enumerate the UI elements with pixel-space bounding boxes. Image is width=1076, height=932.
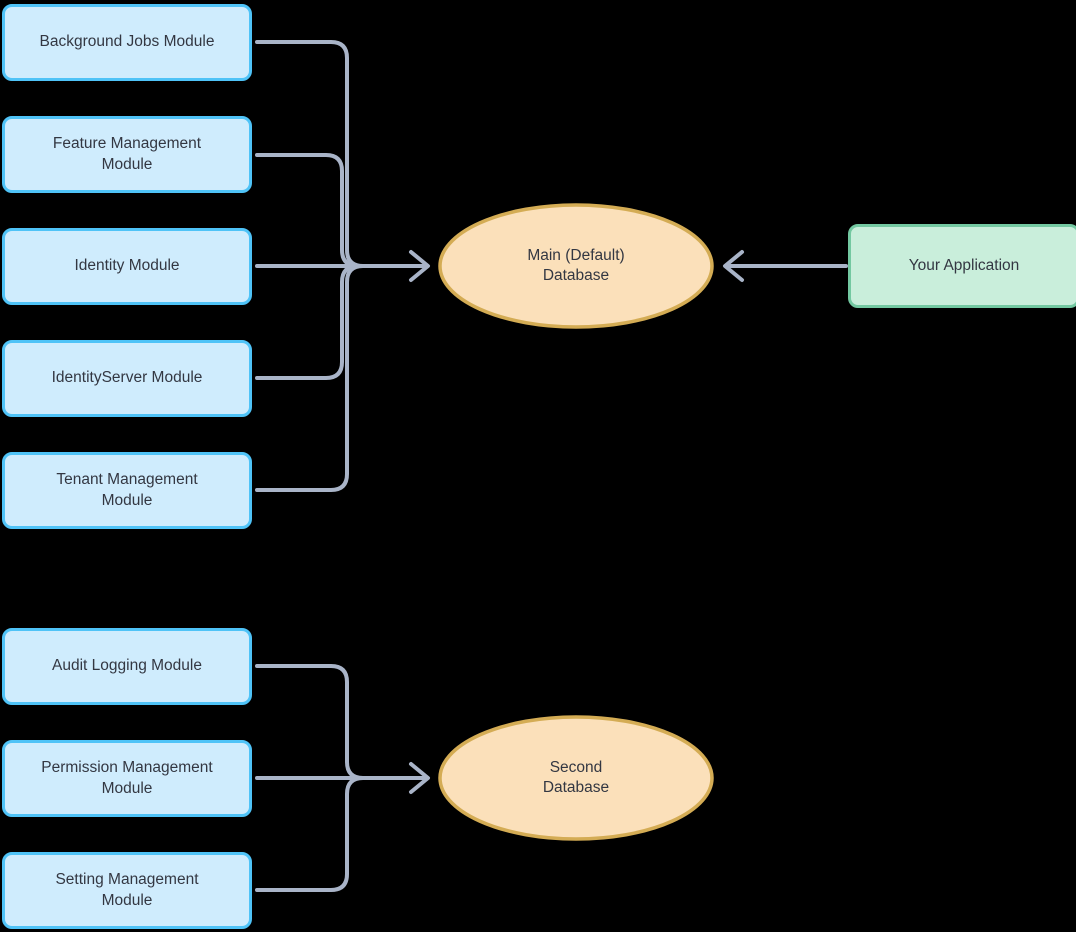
node-background-jobs-module[interactable]: Background Jobs Module xyxy=(2,4,252,81)
node-tenant-management-module[interactable]: Tenant Management Module xyxy=(2,452,252,529)
edge-audit-logging-to-second-database xyxy=(255,664,365,780)
node-label: Background Jobs Module xyxy=(39,33,215,51)
node-label: Permission Management Module xyxy=(41,759,213,797)
arrowhead-main-database xyxy=(409,250,430,282)
node-your-application[interactable]: Your Application xyxy=(848,224,1076,308)
node-label: Main (Default) Database xyxy=(527,246,625,284)
node-second-database[interactable]: Second Database xyxy=(440,717,712,839)
node-identity-module[interactable]: Identity Module xyxy=(2,228,252,305)
edge-background-jobs-to-main-database xyxy=(255,40,365,268)
arrowhead-second-database xyxy=(409,762,430,794)
node-label: Feature Management Module xyxy=(52,135,202,173)
node-setting-management-module[interactable]: Setting Management Module xyxy=(2,852,252,929)
node-permission-management-module[interactable]: Permission Management Module xyxy=(2,740,252,817)
node-label: Audit Logging Module xyxy=(52,657,202,675)
node-label: Tenant Management Module xyxy=(56,471,198,509)
node-identityserver-module[interactable]: IdentityServer Module xyxy=(2,340,252,417)
node-label: Your Application xyxy=(908,256,1020,274)
node-feature-management-module[interactable]: Feature Management Module xyxy=(2,116,252,193)
node-main-database[interactable]: Main (Default) Database xyxy=(440,205,712,327)
edge-tenant-management-to-main-database xyxy=(255,264,365,492)
node-label: Identity Module xyxy=(74,257,180,275)
node-label: Second Database xyxy=(542,758,610,796)
edge-identityserver-to-main-database xyxy=(255,264,360,380)
edge-feature-management-to-main-database xyxy=(255,153,360,268)
node-label: IdentityServer Module xyxy=(51,369,203,387)
node-audit-logging-module[interactable]: Audit Logging Module xyxy=(2,628,252,705)
node-label: Setting Management Module xyxy=(55,871,199,909)
edge-setting-management-to-second-database xyxy=(255,776,365,892)
arrowhead-main-database-from-application xyxy=(723,250,744,282)
